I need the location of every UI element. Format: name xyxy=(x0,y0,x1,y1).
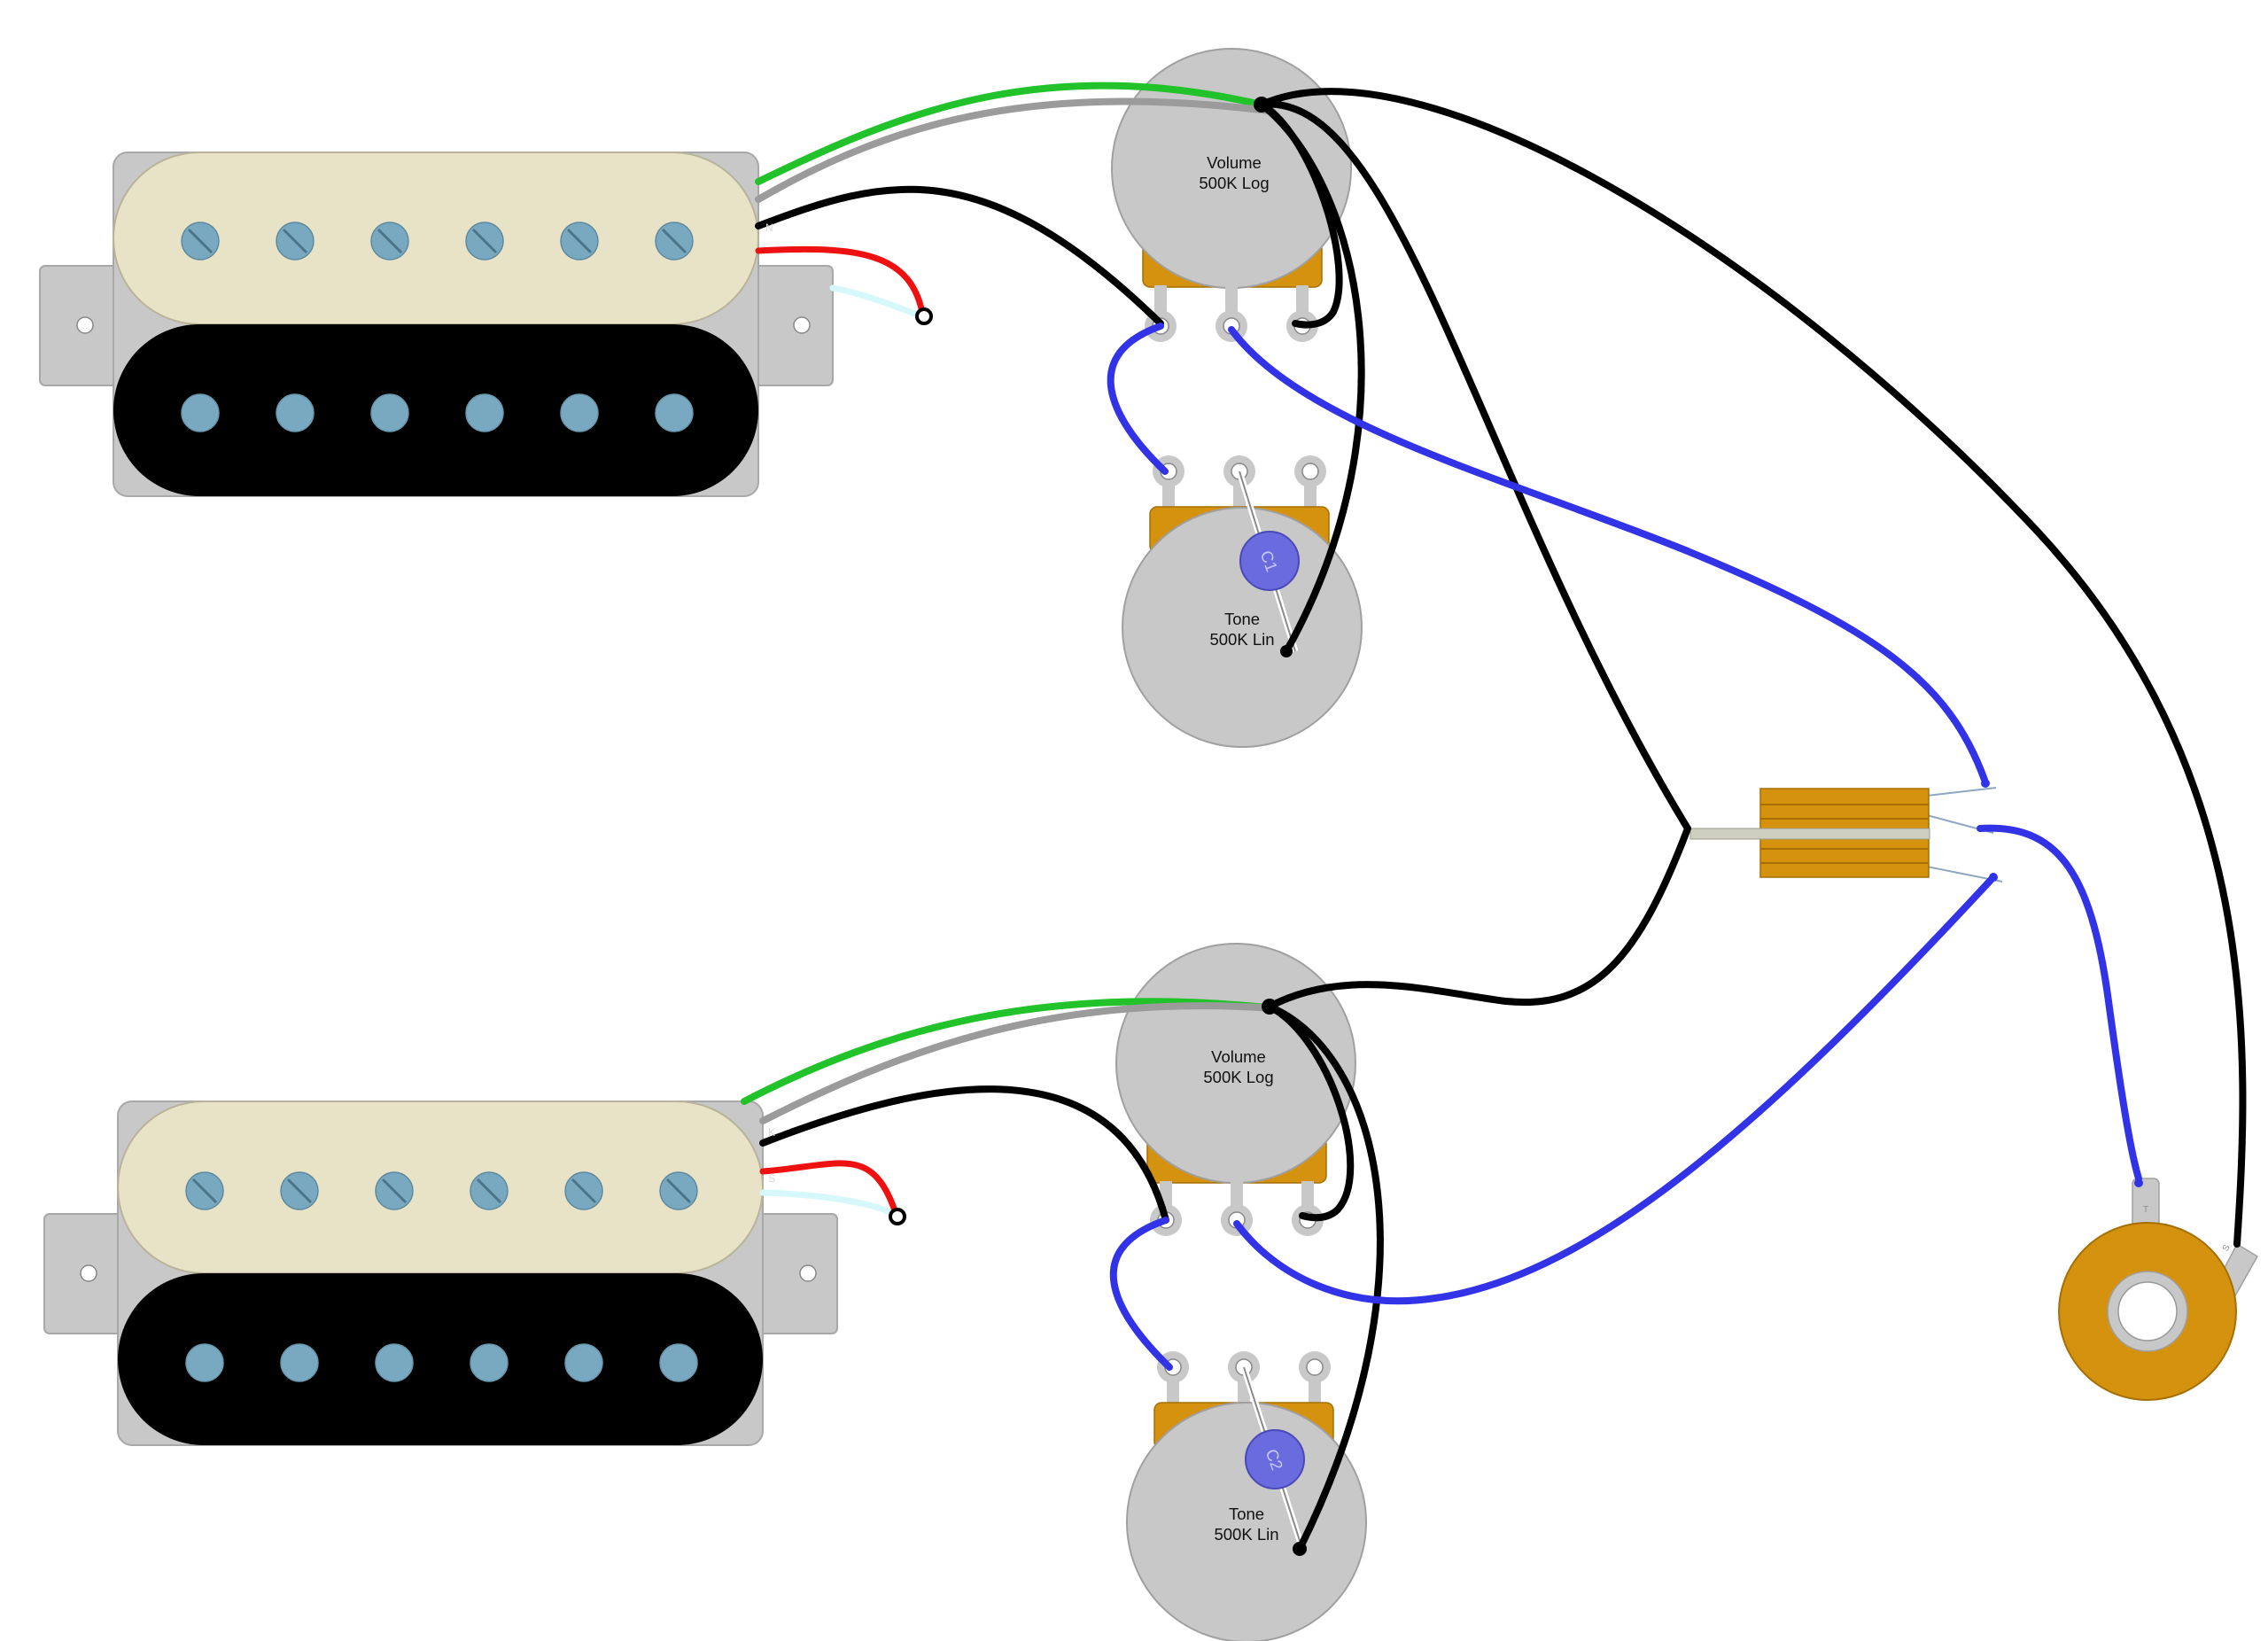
tone-pot-1-lugs xyxy=(1153,455,1326,511)
tone2-lug3-solder xyxy=(1293,1542,1307,1556)
pole-screw-slot xyxy=(566,228,593,254)
tone-pot-2-lugs xyxy=(1157,1351,1331,1407)
pole-screw-slot xyxy=(191,1178,218,1204)
pole-screw-slot xyxy=(381,1178,408,1204)
v2-to-tone2-blue xyxy=(1109,1217,1173,1371)
p1-black-wire xyxy=(755,185,1164,327)
jack-tip-solder xyxy=(2134,1178,2143,1187)
pickup-1-screw-hole-left xyxy=(76,316,94,334)
v1-to-jack-sleeve xyxy=(1258,88,2247,1248)
pole-slug xyxy=(560,393,599,432)
v2-wiper-to-switch xyxy=(1233,874,1997,1305)
jack-hole xyxy=(2117,1281,2178,1342)
p2-white-wire-mark: S xyxy=(768,1172,775,1185)
pole-screw-slot xyxy=(187,228,214,254)
pole-screw-slot xyxy=(661,228,687,254)
pole-slug xyxy=(659,1343,698,1382)
v2-lug3-ground-jumper xyxy=(1266,1003,1355,1222)
volume-pot-2[interactable]: Volume 500K Log xyxy=(1115,943,1356,1236)
pickup-1-black-coil xyxy=(113,324,758,496)
p2-green-wire xyxy=(741,998,1278,1105)
p1-hot-terminal xyxy=(915,307,933,325)
p2-gray-wire xyxy=(759,1002,1278,1124)
tone-pot-1-value: 500K Lin xyxy=(1209,630,1274,649)
p1-green-wire xyxy=(755,82,1272,185)
tone-pot-2[interactable]: Tone 500K Lin C2 xyxy=(1126,1351,1367,1641)
pole-slug xyxy=(465,393,504,432)
p2-red-wire xyxy=(759,1160,900,1219)
p1-black-wire-mark: N xyxy=(765,222,773,234)
tone-pot-1-name: Tone xyxy=(1224,610,1260,628)
volume-pot-1-value: 500K Log xyxy=(1199,174,1269,192)
p2-hot-terminal xyxy=(889,1208,906,1225)
p1-white-wire xyxy=(829,284,927,321)
switch-to-jack-tip xyxy=(1977,824,2142,1182)
pole-slug xyxy=(370,393,409,432)
v1-wiper-to-switch xyxy=(1228,326,1988,783)
pickup-1-screw-poles xyxy=(181,222,694,261)
pole-screw-slot xyxy=(286,1178,313,1204)
pole-screw-slot xyxy=(471,228,498,254)
jack-tip-mark: T xyxy=(2143,1205,2148,1215)
v2-ground-solder xyxy=(1262,999,1278,1015)
pole-screw-slot xyxy=(476,1178,502,1204)
pickup-1-slug-poles xyxy=(181,393,694,432)
p2-gray-wire-mark: K xyxy=(768,1126,775,1139)
v1-ground-solder xyxy=(1254,97,1270,113)
v2-to-tone2-ground xyxy=(1266,1003,1384,1552)
pole-slug xyxy=(280,1343,319,1382)
tone-pot-1[interactable]: Tone 500K Lin C1 xyxy=(1122,455,1363,748)
cap-2-body xyxy=(1245,1429,1305,1489)
tone-pot-2-name: Tone xyxy=(1229,1505,1264,1523)
pole-slug xyxy=(655,393,694,432)
pole-screw-slot xyxy=(282,228,308,254)
pickup-2-screw-poles xyxy=(185,1171,698,1210)
pickup-1[interactable] xyxy=(39,152,834,497)
pole-slug xyxy=(185,1343,224,1382)
v2-to-switch-ground xyxy=(1266,825,1691,1010)
p1-gray-wire xyxy=(755,97,1272,203)
v1-to-tone1-ground xyxy=(1258,101,1365,655)
pole-screw-slot xyxy=(665,1178,692,1204)
output-jack[interactable]: T S xyxy=(2058,1178,2259,1401)
pole-screw-slot xyxy=(377,228,403,254)
p2-black-wire xyxy=(759,1085,1169,1224)
volume-pot-2-name: Volume xyxy=(1211,1047,1266,1066)
pole-screw-slot xyxy=(571,1178,597,1204)
volume-pot-2-value: 500K Log xyxy=(1203,1068,1273,1086)
pole-slug xyxy=(276,393,315,432)
pole-slug xyxy=(181,393,220,432)
pickup-1-screw-hole-right xyxy=(793,316,811,334)
pole-slug xyxy=(564,1343,603,1382)
pickup-2-screw-hole-right xyxy=(799,1264,817,1282)
tone-pot-2-body xyxy=(1126,1402,1367,1641)
pole-slug xyxy=(470,1343,509,1382)
p1-red-wire xyxy=(755,245,927,321)
pickup-2[interactable] xyxy=(43,1100,838,1446)
tone1-lug3-solder xyxy=(1280,645,1293,657)
tone-pot-2-value: 500K Lin xyxy=(1214,1525,1278,1544)
switch-bottom-solder xyxy=(1989,873,1998,882)
pickup-2-slug-poles xyxy=(185,1343,698,1382)
jack-sleeve-mark: S xyxy=(2221,1243,2233,1254)
v1-to-switch-ground xyxy=(1258,100,1691,832)
switch-lead-top xyxy=(1926,787,1997,797)
volume-pot-1-name: Volume xyxy=(1207,153,1262,172)
pole-slug xyxy=(375,1343,414,1382)
switch-top-solder xyxy=(1981,779,1990,788)
v1-to-tone1-blue xyxy=(1107,323,1169,475)
pickup-2-screw-hole-left xyxy=(80,1264,97,1282)
tone-pot-1-body xyxy=(1122,507,1363,748)
p2-white-wire xyxy=(759,1189,900,1219)
switch-ground-bar xyxy=(1689,828,1930,840)
pickup-selector-switch[interactable] xyxy=(1689,787,2003,883)
pickup-2-black-coil xyxy=(118,1273,763,1445)
cap-1-body xyxy=(1239,531,1300,591)
